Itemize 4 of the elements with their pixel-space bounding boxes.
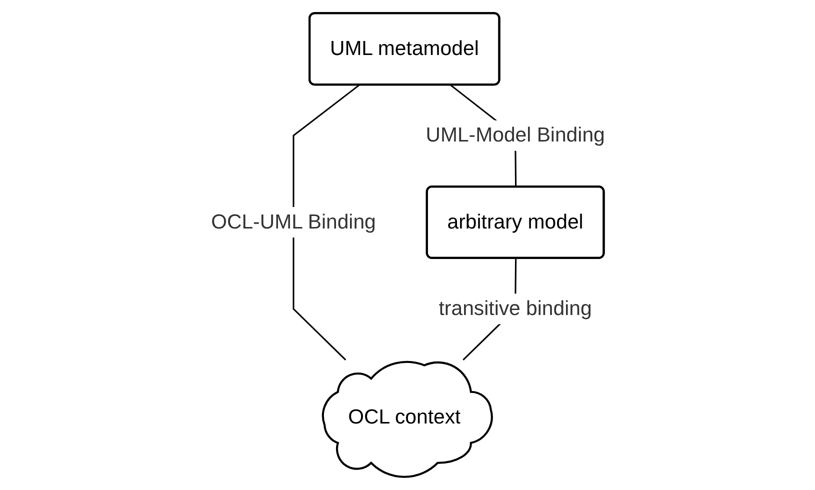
connector (292, 84, 360, 360)
edge-label: OCL-UML Binding (210, 211, 376, 234)
edge-label: transitive binding (438, 298, 592, 320)
edge-label: UML-Model Binding (425, 124, 604, 147)
